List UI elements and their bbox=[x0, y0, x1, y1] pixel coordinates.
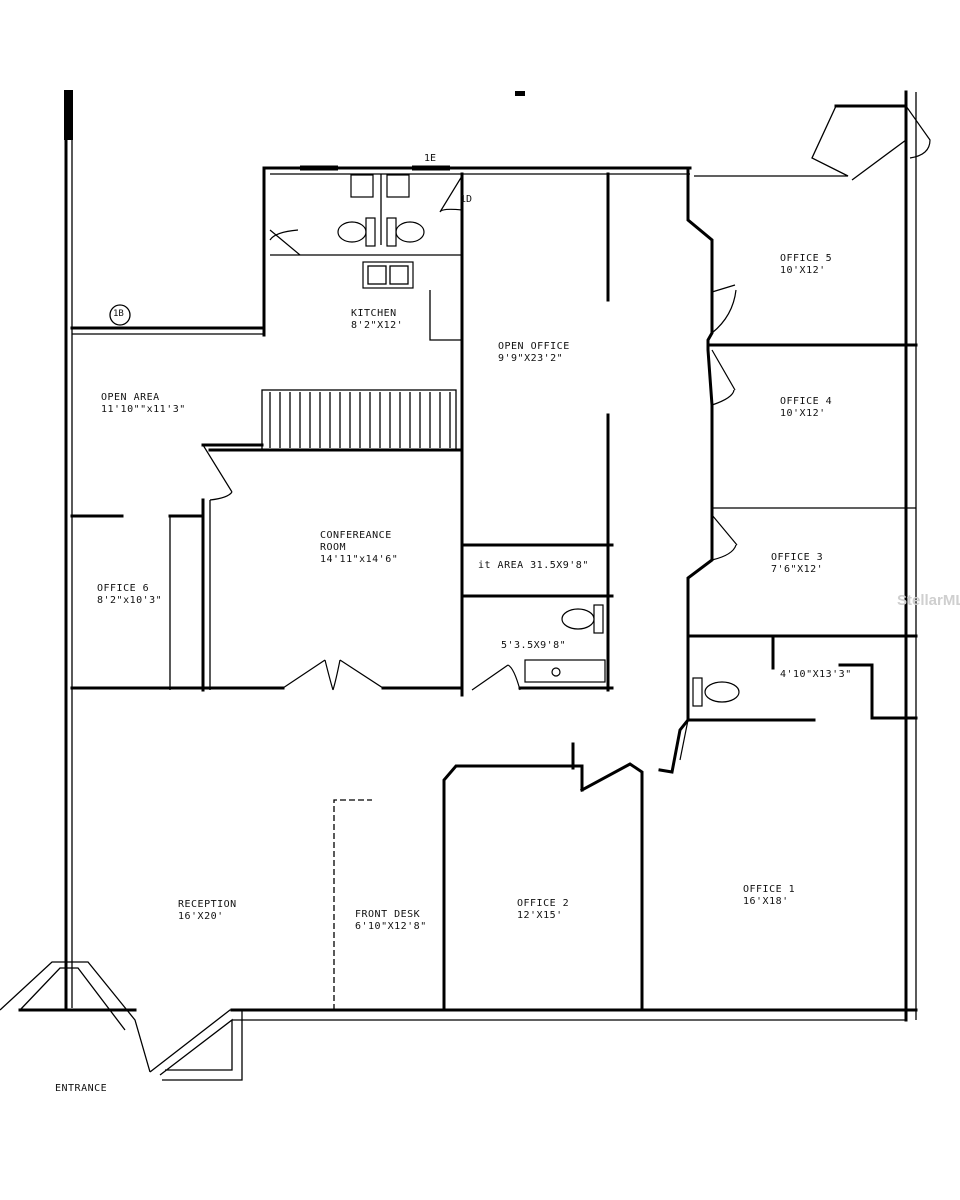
bath-right-size: 4'10"X13'3" bbox=[780, 669, 852, 680]
front-desk-size: 6'10"X12'8" bbox=[355, 921, 427, 932]
office6-label: OFFICE 6 8'2"x10'3" bbox=[97, 583, 162, 607]
offices-west-wall bbox=[686, 166, 714, 642]
entrance-bay-lower-inner bbox=[159, 1018, 233, 1076]
conference-size: 14'11"x14'6" bbox=[320, 554, 399, 565]
conference-double-door bbox=[282, 659, 384, 691]
bay-window-inner bbox=[851, 139, 907, 181]
front-desk-name: FRONT DESK bbox=[355, 909, 421, 920]
conference-name: CONFEREANCE bbox=[320, 530, 392, 541]
toilet-right-tank-2 bbox=[386, 217, 397, 247]
open-area-size: 11'10""x11'3" bbox=[101, 404, 186, 415]
office3-door bbox=[711, 514, 738, 561]
bath-right-east-wall bbox=[838, 663, 918, 720]
office6-name: OFFICE 6 bbox=[97, 583, 150, 594]
kitchen-size: 8'2"X12' bbox=[351, 320, 404, 331]
office1-label: OFFICE 1 16'X18' bbox=[743, 884, 795, 908]
toilet-left-tank bbox=[365, 217, 376, 247]
conference-name2: ROOM bbox=[320, 542, 347, 553]
top-wall bbox=[262, 166, 692, 337]
bath-center-toilet-bowl bbox=[561, 608, 595, 630]
bath-door-left bbox=[269, 229, 301, 256]
toilet-right-bowl-2 bbox=[395, 221, 425, 243]
bay-door-arc bbox=[905, 105, 931, 159]
office3-size: 7'6"X12' bbox=[771, 564, 824, 575]
sink-left bbox=[350, 174, 374, 198]
corridor-east-wall bbox=[658, 717, 691, 774]
kitchen-label: KITCHEN 8'2"X12' bbox=[351, 308, 403, 332]
office5-door bbox=[711, 284, 737, 334]
office1-size: 16'X18' bbox=[743, 896, 789, 907]
office2-size: 12'X15' bbox=[517, 910, 563, 921]
office6-size: 8'2"x10'3" bbox=[97, 595, 163, 606]
stair-frame bbox=[261, 389, 457, 451]
kitchen-counter bbox=[429, 290, 462, 341]
office4-label: OFFICE 4 10'X12' bbox=[780, 396, 832, 420]
open-area-name: OPEN AREA bbox=[101, 392, 160, 403]
it-area-label: it AREA 31.5X9'8" bbox=[478, 560, 589, 571]
office4-size: 10'X12' bbox=[780, 408, 826, 419]
kitchen-name: KITCHEN bbox=[351, 308, 397, 319]
stair-treads bbox=[269, 392, 451, 448]
conference-door-top bbox=[202, 444, 233, 501]
top-marker bbox=[515, 91, 525, 96]
entrance-label: ENTRANCE bbox=[55, 1083, 108, 1094]
office3-label: OFFICE 3 7'6"X12' bbox=[771, 552, 823, 576]
office1-name: OFFICE 1 bbox=[743, 884, 796, 895]
front-desk-label: FRONT DESK 6'10"X12'8" bbox=[355, 909, 427, 933]
reception-size: 16'X20' bbox=[178, 911, 224, 922]
office2-name: OFFICE 2 bbox=[517, 898, 570, 909]
office3-name: OFFICE 3 bbox=[771, 552, 824, 563]
tag-1b: 1B bbox=[113, 309, 124, 319]
office5-name: OFFICE 5 bbox=[780, 253, 833, 264]
office2-door bbox=[581, 763, 631, 791]
open-office-size: 9'9"X23'2" bbox=[498, 353, 564, 364]
kitchen-sink-basin-1 bbox=[367, 265, 387, 285]
front-desk-outline bbox=[333, 799, 372, 1010]
bay-window-left bbox=[694, 105, 849, 177]
open-office-name: OPEN OFFICE bbox=[498, 341, 570, 352]
toilet-left-bowl bbox=[337, 221, 367, 243]
office1-2-divider bbox=[579, 762, 644, 1012]
toilet-right-tank bbox=[692, 677, 703, 707]
open-area-label: OPEN AREA 11'10""x11'3" bbox=[101, 392, 186, 416]
office2-label: OFFICE 2 12'X15' bbox=[517, 898, 569, 922]
bath-center-door bbox=[471, 664, 521, 691]
entrance-bay bbox=[0, 961, 151, 1073]
tag-1e: 1E bbox=[424, 153, 437, 164]
bath-door-1d bbox=[439, 175, 463, 213]
office5-label: OFFICE 5 10'X12' bbox=[780, 253, 832, 277]
bath-center-toilet-tank bbox=[593, 604, 604, 634]
sink-right bbox=[386, 174, 410, 198]
bath-center-sink-bowl bbox=[551, 667, 561, 677]
office4-door bbox=[711, 349, 736, 406]
left-wall-column bbox=[64, 90, 73, 140]
office2-north-wall bbox=[442, 764, 584, 1012]
bath-center-size: 5'3.5X9'8" bbox=[501, 640, 567, 651]
kitchen-sink-basin-2 bbox=[389, 265, 409, 285]
reception-label: RECEPTION 16'X20' bbox=[178, 899, 237, 923]
watermark: StellarMLS bbox=[897, 592, 960, 609]
conference-label: CONFEREANCE ROOM 14'11"x14'6" bbox=[320, 530, 398, 566]
toilet-right-bowl bbox=[704, 681, 740, 703]
office6-east-wall bbox=[168, 514, 205, 692]
entrance-bay-inner bbox=[19, 967, 126, 1031]
entrance-bay-lower bbox=[149, 1009, 243, 1081]
office1-door bbox=[679, 719, 689, 761]
reception-name: RECEPTION bbox=[178, 899, 237, 910]
tag-1d: 1D bbox=[460, 194, 473, 205]
bath-center-sink bbox=[524, 659, 606, 683]
office4-name: OFFICE 4 bbox=[780, 396, 833, 407]
tag-1b-bubble bbox=[109, 304, 131, 326]
office5-size: 10'X12' bbox=[780, 265, 826, 276]
open-office-label: OPEN OFFICE 9'9"X23'2" bbox=[498, 341, 570, 365]
